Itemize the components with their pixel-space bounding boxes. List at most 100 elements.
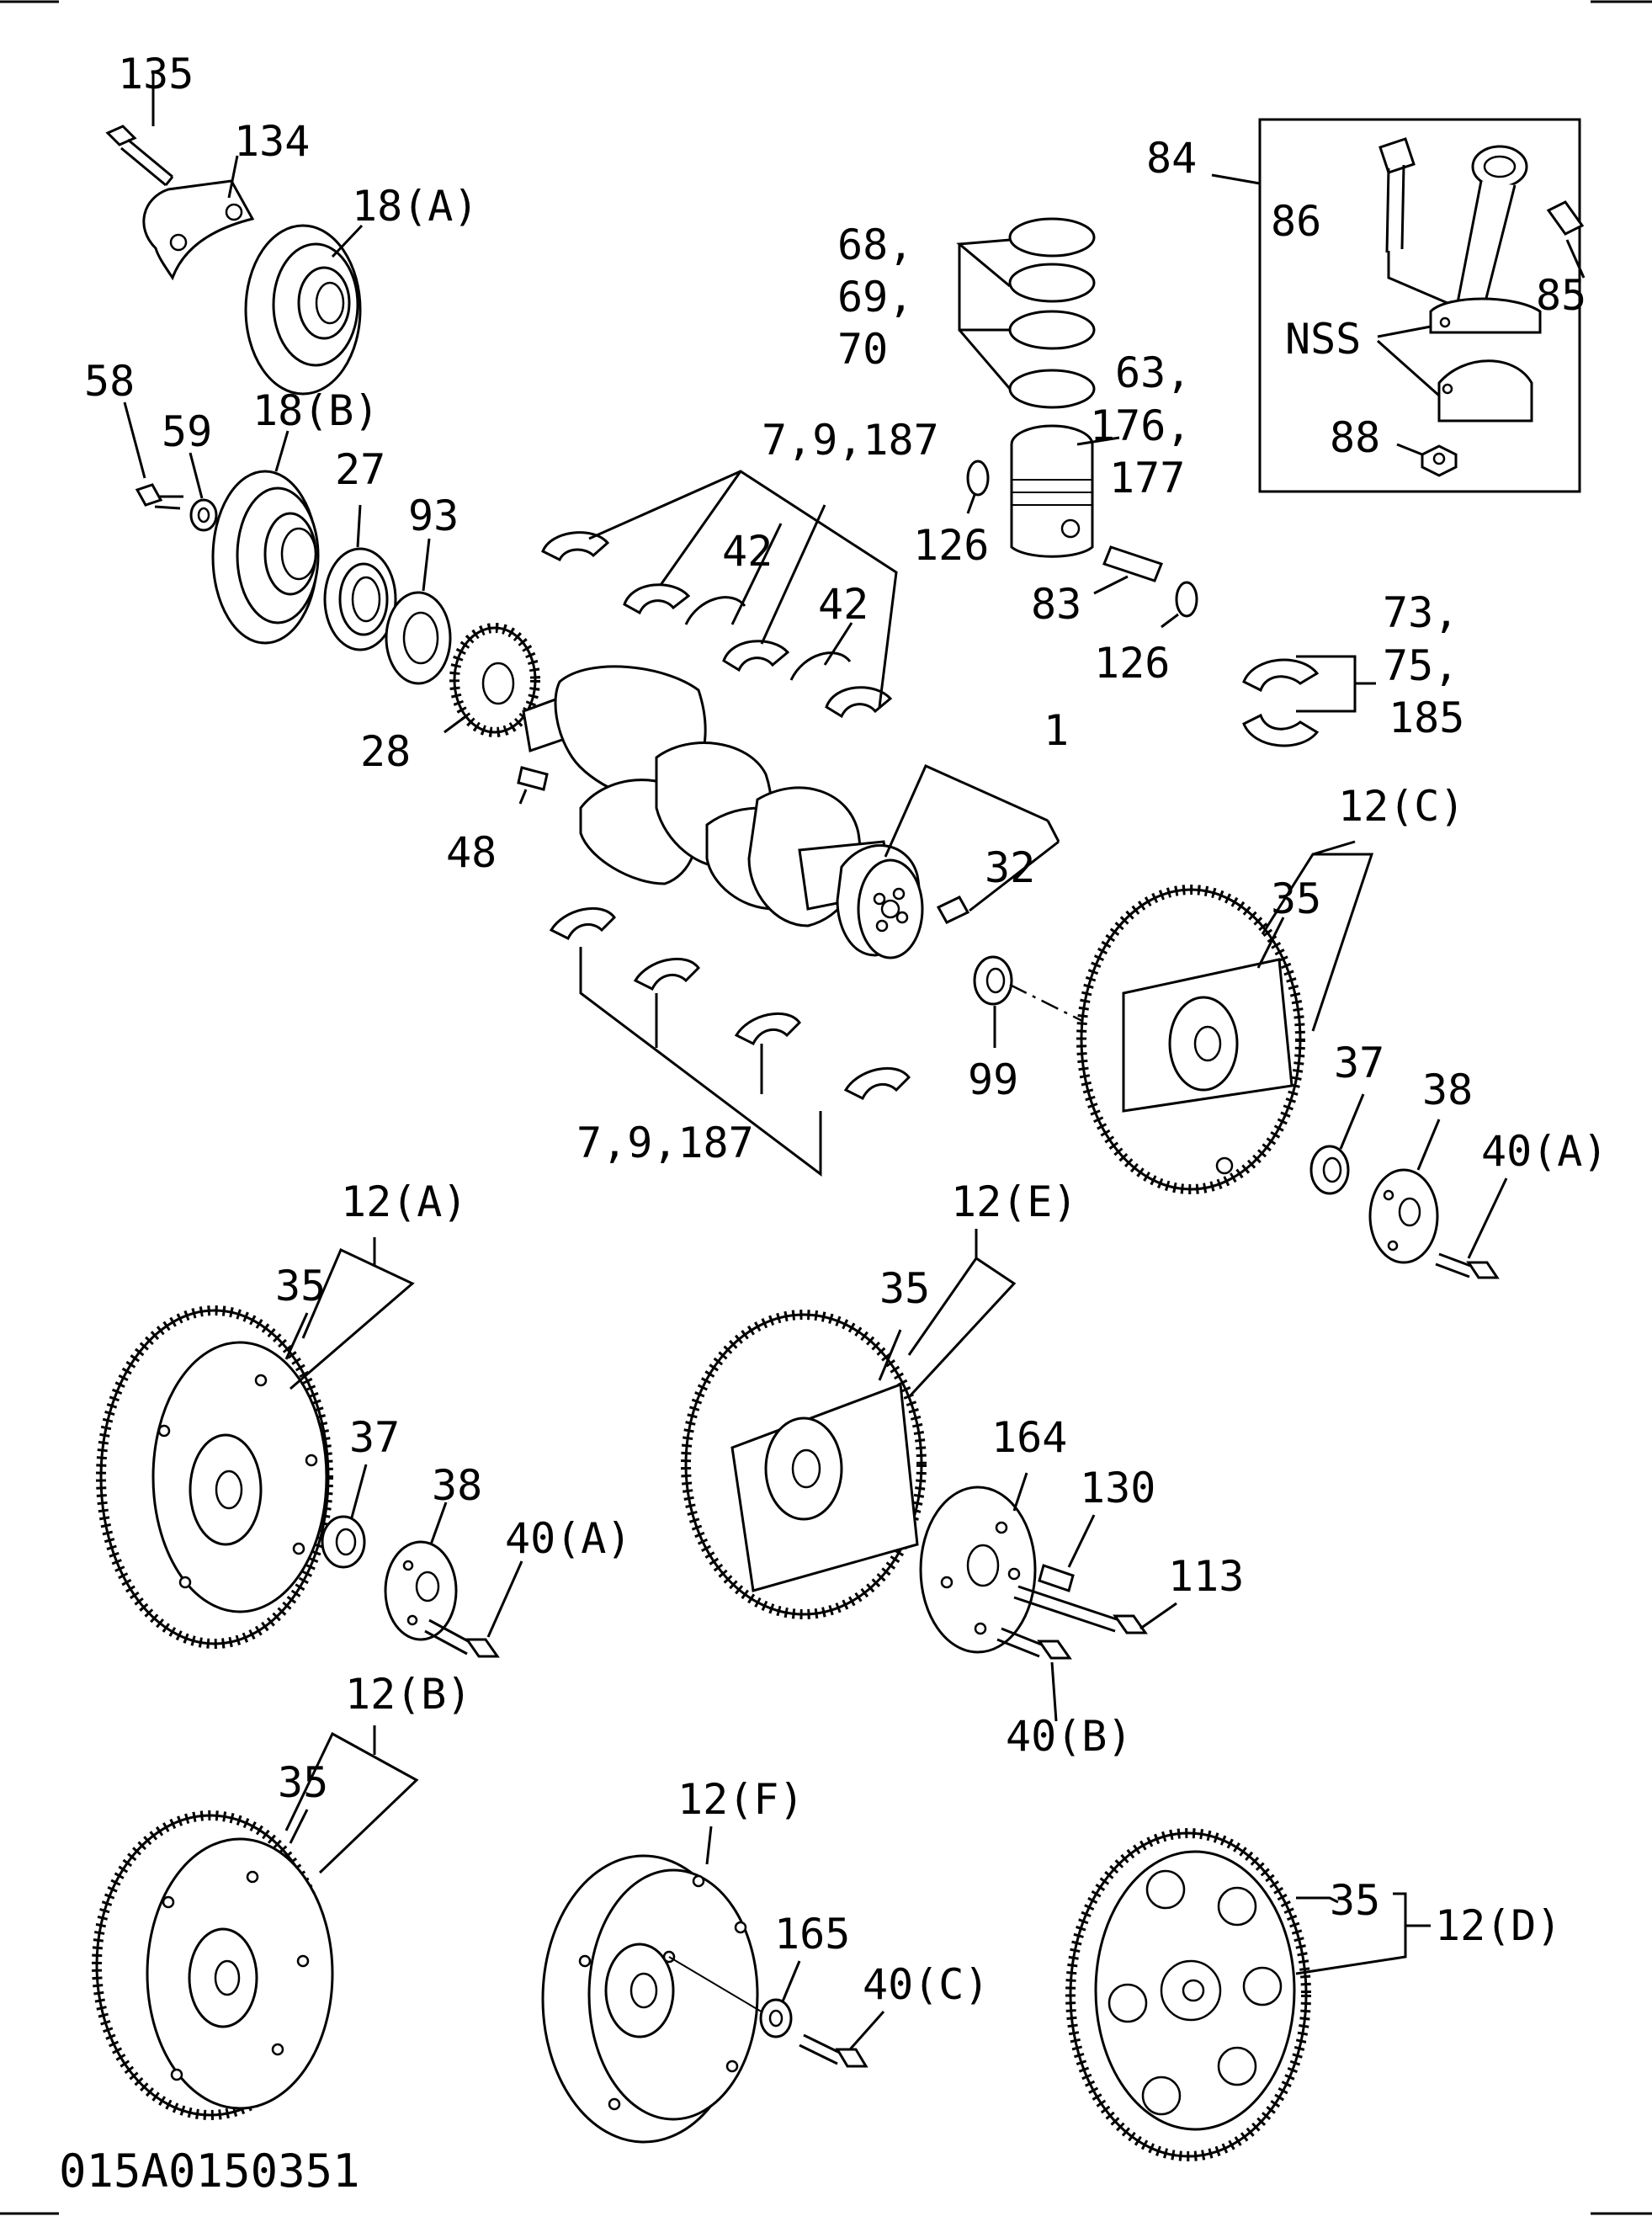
leader-68 xyxy=(956,238,1011,288)
label-85: 85 xyxy=(1536,271,1586,320)
leader-37a xyxy=(350,1464,368,1518)
flywheel-12b xyxy=(92,1810,334,2120)
leader-126a xyxy=(966,494,976,514)
bolt-40a-c xyxy=(1435,1252,1500,1279)
bearing-shells-upper xyxy=(541,531,893,719)
label-7-9-187-top: 7,9,187 xyxy=(762,416,939,465)
label-nss: NSS xyxy=(1285,315,1361,364)
label-68: 68, xyxy=(837,221,913,269)
leader-35e xyxy=(878,1329,902,1381)
label-12e: 12(E) xyxy=(951,1177,1078,1226)
label-48: 48 xyxy=(446,828,497,877)
label-88: 88 xyxy=(1330,413,1380,462)
leader-42a xyxy=(730,523,783,625)
leader-69 xyxy=(958,244,1010,332)
label-18a: 18(A) xyxy=(352,182,479,231)
leader-58 xyxy=(123,401,146,479)
label-84: 84 xyxy=(1146,134,1197,183)
leader-83 xyxy=(1093,575,1129,595)
leader-35b xyxy=(289,1809,309,1844)
label-40b: 40(B) xyxy=(1006,1712,1133,1761)
label-126b: 126 xyxy=(1094,639,1170,688)
leader-86 xyxy=(1387,251,1448,305)
label-177: 177 xyxy=(1109,454,1185,502)
plate-38c xyxy=(1368,1168,1439,1264)
snapring-126a xyxy=(966,460,990,497)
bolt-40c xyxy=(799,2033,868,2068)
label-27: 27 xyxy=(335,445,385,494)
drawing-code: 015A0150351 xyxy=(59,2145,360,2198)
label-35a: 35 xyxy=(275,1262,326,1310)
nut-88 xyxy=(1421,444,1458,477)
label-35b: 35 xyxy=(278,1758,328,1807)
pin-32 xyxy=(936,896,970,924)
leader-1-tick xyxy=(1046,820,1060,842)
label-164: 164 xyxy=(991,1413,1067,1462)
label-130: 130 xyxy=(1080,1464,1155,1512)
pin-130 xyxy=(1038,1564,1075,1592)
label-38a: 38 xyxy=(432,1461,482,1510)
label-40ac: 40(A) xyxy=(1481,1127,1608,1176)
thrust-shells xyxy=(1242,658,1320,747)
leader-7-top-c xyxy=(760,504,826,645)
leader-88 xyxy=(1396,443,1423,456)
plate-164 xyxy=(919,1486,1037,1654)
label-12f: 12(F) xyxy=(677,1775,805,1824)
leader-35d xyxy=(1296,1896,1339,1904)
leader-12c xyxy=(1261,853,1374,1032)
label-99: 99 xyxy=(968,1055,1018,1104)
leader-48 xyxy=(518,789,528,805)
label-42a: 42 xyxy=(722,527,773,576)
leader-12b xyxy=(284,1731,419,1874)
bearing-37a xyxy=(321,1515,366,1569)
label-59: 59 xyxy=(162,407,212,456)
slinger-93 xyxy=(385,591,452,685)
leader-93 xyxy=(422,538,431,592)
label-134: 134 xyxy=(234,117,310,166)
leader-18a xyxy=(331,224,364,258)
label-165: 165 xyxy=(774,1910,850,1959)
leader-40aa xyxy=(486,1560,523,1638)
bearing-37c xyxy=(1309,1145,1350,1195)
label-58: 58 xyxy=(84,357,135,406)
label-40c: 40(C) xyxy=(863,1960,990,2009)
label-28: 28 xyxy=(360,727,411,776)
label-113: 113 xyxy=(1168,1552,1244,1601)
leader-40ac xyxy=(1467,1177,1508,1259)
leader-70 xyxy=(958,329,1012,390)
bolt-40a-a xyxy=(424,1618,500,1658)
flywheel-12e xyxy=(681,1310,927,1619)
label-75: 75, xyxy=(1383,641,1458,690)
label-18b: 18(B) xyxy=(252,386,380,435)
piston-63 xyxy=(1010,424,1094,558)
leader-12f-axis xyxy=(668,1956,773,2019)
leader-164 xyxy=(1012,1472,1028,1512)
leader-12f xyxy=(705,1826,713,1865)
leader-37c xyxy=(1339,1093,1365,1150)
label-35d: 35 xyxy=(1330,1876,1380,1925)
label-37c: 37 xyxy=(1334,1039,1384,1087)
label-73: 73, xyxy=(1383,588,1458,637)
leader-32 xyxy=(969,840,1060,912)
label-40aa: 40(A) xyxy=(505,1514,632,1563)
leader-63 xyxy=(1076,436,1120,446)
flexplate-12f xyxy=(541,1854,759,2144)
label-70: 70 xyxy=(837,325,888,374)
leader-38c xyxy=(1416,1119,1441,1171)
pin-83 xyxy=(1102,545,1163,582)
leader-35a xyxy=(284,1312,309,1360)
label-7-9-187-bot: 7,9,187 xyxy=(576,1119,754,1167)
label-176: 176, xyxy=(1090,401,1191,450)
bolt-86 xyxy=(1378,137,1416,253)
label-35e: 35 xyxy=(879,1264,930,1313)
plate-38a xyxy=(384,1540,458,1641)
leader-nss-b xyxy=(1377,339,1440,397)
label-32: 32 xyxy=(985,843,1035,892)
label-63: 63, xyxy=(1115,348,1191,397)
leader-113 xyxy=(1139,1602,1177,1630)
label-42b: 42 xyxy=(818,580,868,629)
leader-59 xyxy=(189,452,204,499)
label-83: 83 xyxy=(1031,580,1081,629)
